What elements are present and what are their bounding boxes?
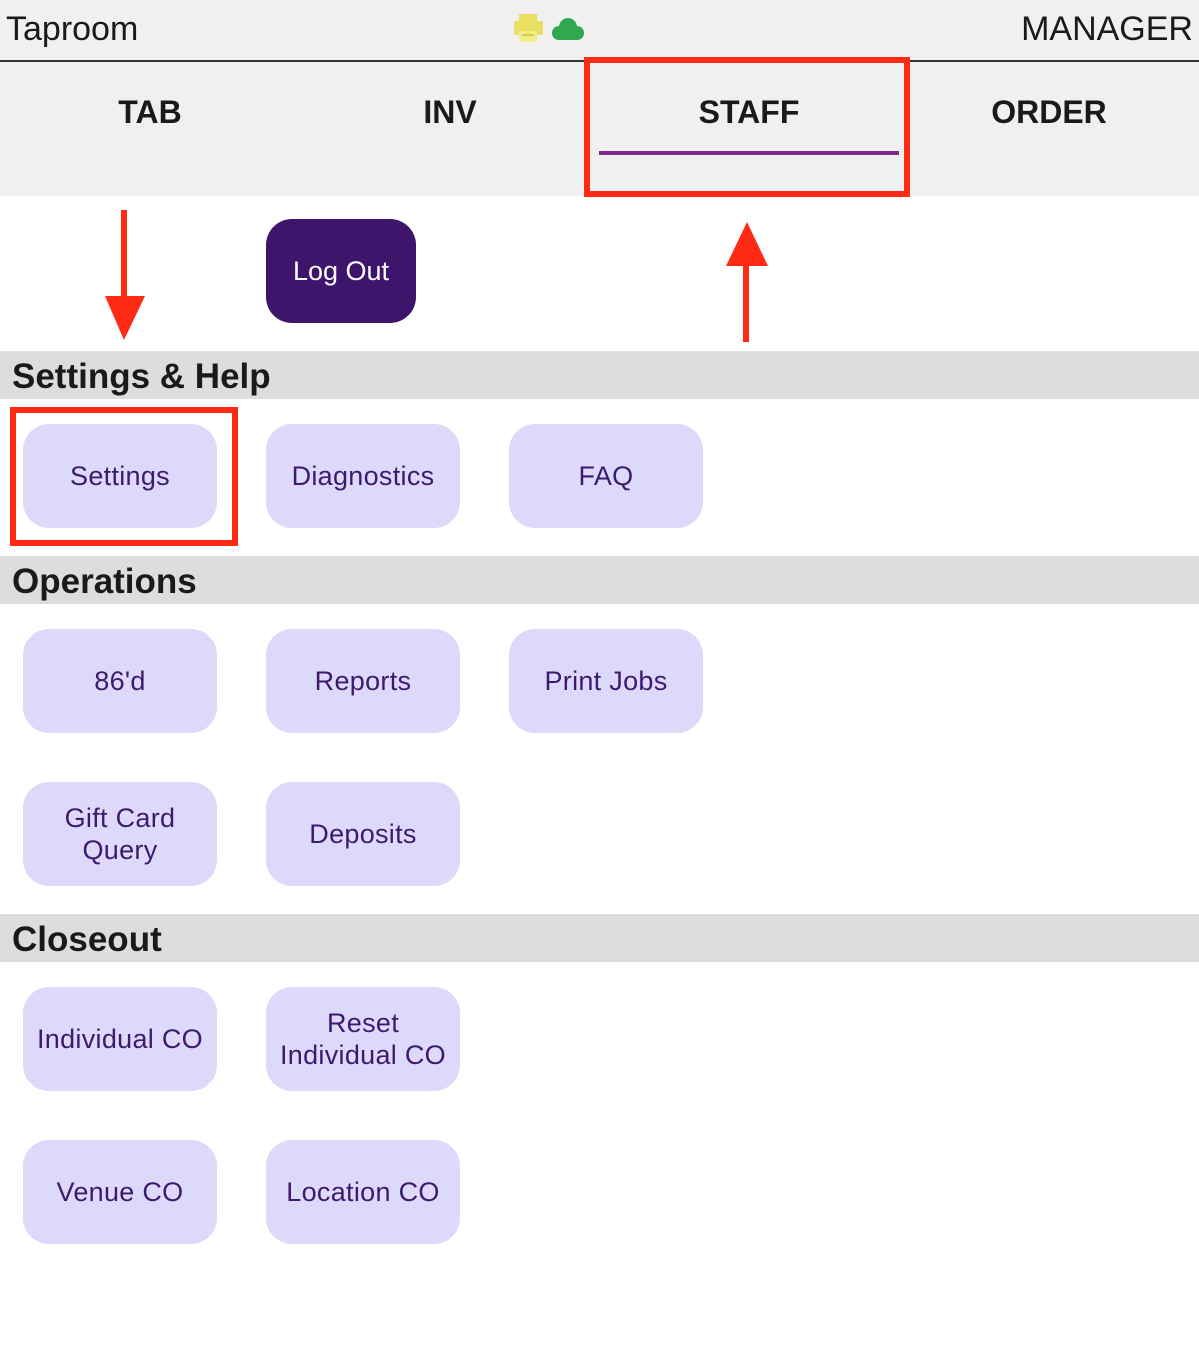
section-header-closeout: Closeout (0, 914, 1199, 962)
role-label: MANAGER (1021, 10, 1193, 48)
section-title: Operations (12, 562, 197, 601)
app-title: Taproom (6, 10, 139, 48)
tab-inv[interactable]: INV (423, 94, 477, 130)
section-header-settings-help: Settings & Help (0, 351, 1199, 399)
log-out-button[interactable]: Log Out (266, 219, 416, 323)
printer-icon (514, 14, 543, 42)
section-title: Settings & Help (12, 357, 271, 396)
reports-button[interactable]: Reports (266, 629, 460, 733)
cloud-icon (552, 18, 584, 40)
tab-bar: TAB INV STAFF ORDER (0, 62, 1199, 196)
settings-highlight-box (10, 407, 238, 546)
tab-tab[interactable]: TAB (118, 94, 182, 130)
settings-button[interactable]: Settings (23, 424, 217, 528)
section-title: Closeout (12, 920, 162, 959)
status-bar: Taproom MANAGER (0, 0, 1199, 62)
diagnostics-button[interactable]: Diagnostics (266, 424, 460, 528)
active-tab-indicator (599, 151, 899, 155)
reset-individual-co-button[interactable]: Reset Individual CO (266, 987, 460, 1091)
print-jobs-button[interactable]: Print Jobs (509, 629, 703, 733)
individual-co-button[interactable]: Individual CO (23, 987, 217, 1091)
venue-co-button[interactable]: Venue CO (23, 1140, 217, 1244)
faq-button[interactable]: FAQ (509, 424, 703, 528)
staff-tab-highlight-box (584, 57, 910, 197)
section-header-operations: Operations (0, 556, 1199, 604)
up-arrow-icon (726, 222, 768, 342)
status-icons (514, 14, 584, 42)
tab-order[interactable]: ORDER (991, 94, 1107, 130)
down-arrow-icon (105, 210, 145, 340)
location-co-button[interactable]: Location CO (266, 1140, 460, 1244)
tab-staff[interactable]: STAFF (698, 94, 800, 130)
gift-card-query-button[interactable]: Gift Card Query (23, 782, 217, 886)
eighty-sixed-button[interactable]: 86'd (23, 629, 217, 733)
deposits-button[interactable]: Deposits (266, 782, 460, 886)
